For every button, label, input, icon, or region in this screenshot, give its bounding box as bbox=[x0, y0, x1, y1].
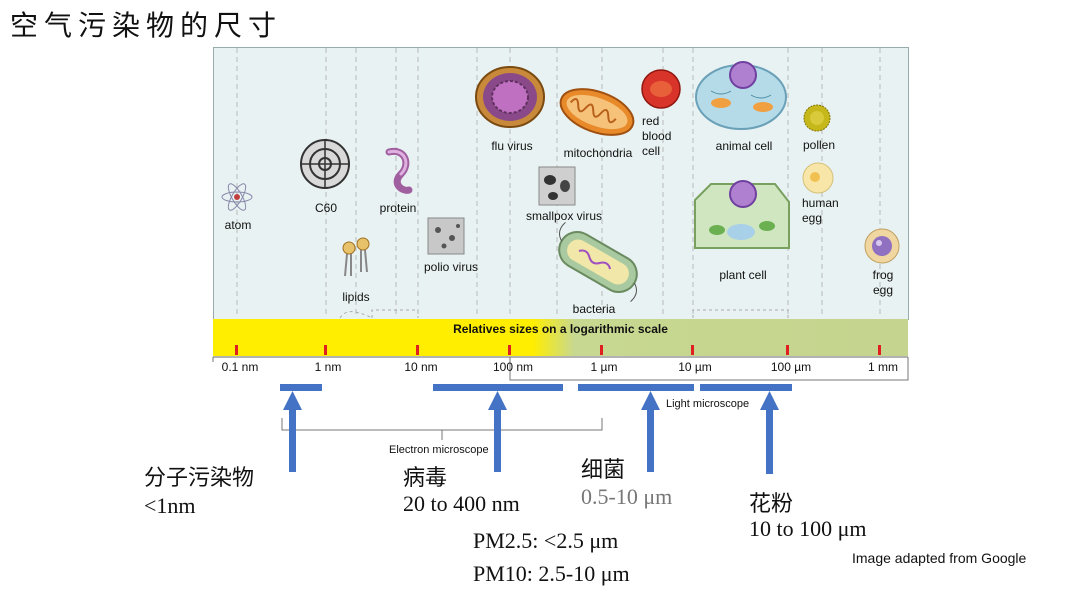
light-microscope-label: Light microscope bbox=[666, 398, 750, 410]
flu-virus-icon bbox=[475, 66, 545, 128]
arrows bbox=[283, 391, 779, 474]
tick-label: 1 nm bbox=[314, 360, 342, 374]
tick-mark bbox=[235, 345, 238, 355]
label-smallpox-virus: smallpox virus bbox=[525, 209, 603, 223]
tick-label: 10 nm bbox=[404, 360, 438, 374]
log-scale-bar bbox=[213, 319, 908, 356]
frog-egg-icon bbox=[864, 228, 900, 264]
tick-mark bbox=[691, 345, 694, 355]
plant-cell-icon bbox=[694, 180, 790, 249]
tick-mark bbox=[508, 345, 511, 355]
tick-mark bbox=[324, 345, 327, 355]
electron-microscope-label: Electron microscope bbox=[389, 444, 489, 456]
smallpox-virus-icon bbox=[538, 166, 576, 206]
tick-label: 1 mm bbox=[868, 360, 898, 374]
lipids-icon bbox=[342, 237, 370, 277]
bacteria-icon bbox=[558, 222, 638, 302]
image-credit: Image adapted from Google bbox=[852, 550, 1027, 566]
label-pollen: pollen bbox=[802, 138, 836, 152]
mitochondria-icon bbox=[559, 88, 635, 136]
pm10-range: PM10: 2.5-10 μm bbox=[473, 561, 630, 586]
electron-microscope-bracket bbox=[281, 418, 603, 431]
label-bacteria: bacteria bbox=[572, 302, 616, 316]
protein-icon bbox=[385, 147, 413, 194]
molecular-pollutant-range: <1nm bbox=[144, 493, 196, 518]
label-lipids: lipids bbox=[342, 290, 370, 304]
range-bars bbox=[280, 384, 792, 391]
atom-icon bbox=[221, 183, 253, 211]
label-plant-cell: plant cell bbox=[719, 268, 767, 282]
label-flu-virus: flu virus bbox=[491, 139, 533, 153]
bacteria-title: 细菌 bbox=[581, 458, 626, 483]
pollen-title: 花粉 bbox=[749, 492, 794, 517]
label-polio-virus: polio virus bbox=[423, 260, 479, 274]
red-blood-cell-icon bbox=[641, 69, 681, 109]
label-mitochondria: mitochondria bbox=[563, 146, 633, 160]
pollen-range: 10 to 100 μm bbox=[749, 516, 867, 541]
pm25-range: PM2.5: <2.5 μm bbox=[473, 528, 619, 553]
animal-cell-icon bbox=[695, 61, 787, 130]
tick-label: 100 nm bbox=[492, 360, 534, 374]
tick-mark bbox=[416, 345, 419, 355]
page-title: 空气污染物的尺寸 bbox=[10, 9, 283, 42]
virus-title: 病毒 bbox=[403, 466, 448, 491]
tick-label: 0.1 nm bbox=[221, 360, 259, 374]
label-atom: atom bbox=[224, 218, 252, 232]
pollen-icon bbox=[803, 104, 831, 132]
bacteria-range: 0.5-10 μm bbox=[581, 484, 673, 509]
label-animal-cell: animal cell bbox=[715, 139, 773, 153]
label-protein: protein bbox=[379, 201, 417, 215]
human-egg-icon bbox=[802, 162, 834, 194]
c60-icon bbox=[300, 139, 350, 189]
tick-mark bbox=[600, 345, 603, 355]
tick-label: 1 µm bbox=[590, 360, 618, 374]
tick-label: 100 µm bbox=[770, 360, 812, 374]
molecular-pollutant-title: 分子污染物 bbox=[144, 466, 255, 491]
label-c60: C60 bbox=[314, 201, 337, 215]
tick-mark bbox=[878, 345, 881, 355]
light-microscope-bracket bbox=[212, 357, 909, 381]
virus-range: 20 to 400 nm bbox=[403, 491, 520, 516]
polio-virus-icon bbox=[427, 217, 465, 255]
tick-mark bbox=[786, 345, 789, 355]
tick-label: 10 µm bbox=[678, 360, 712, 374]
scale-title: Relatives sizes on a logarithmic scale bbox=[453, 322, 668, 336]
